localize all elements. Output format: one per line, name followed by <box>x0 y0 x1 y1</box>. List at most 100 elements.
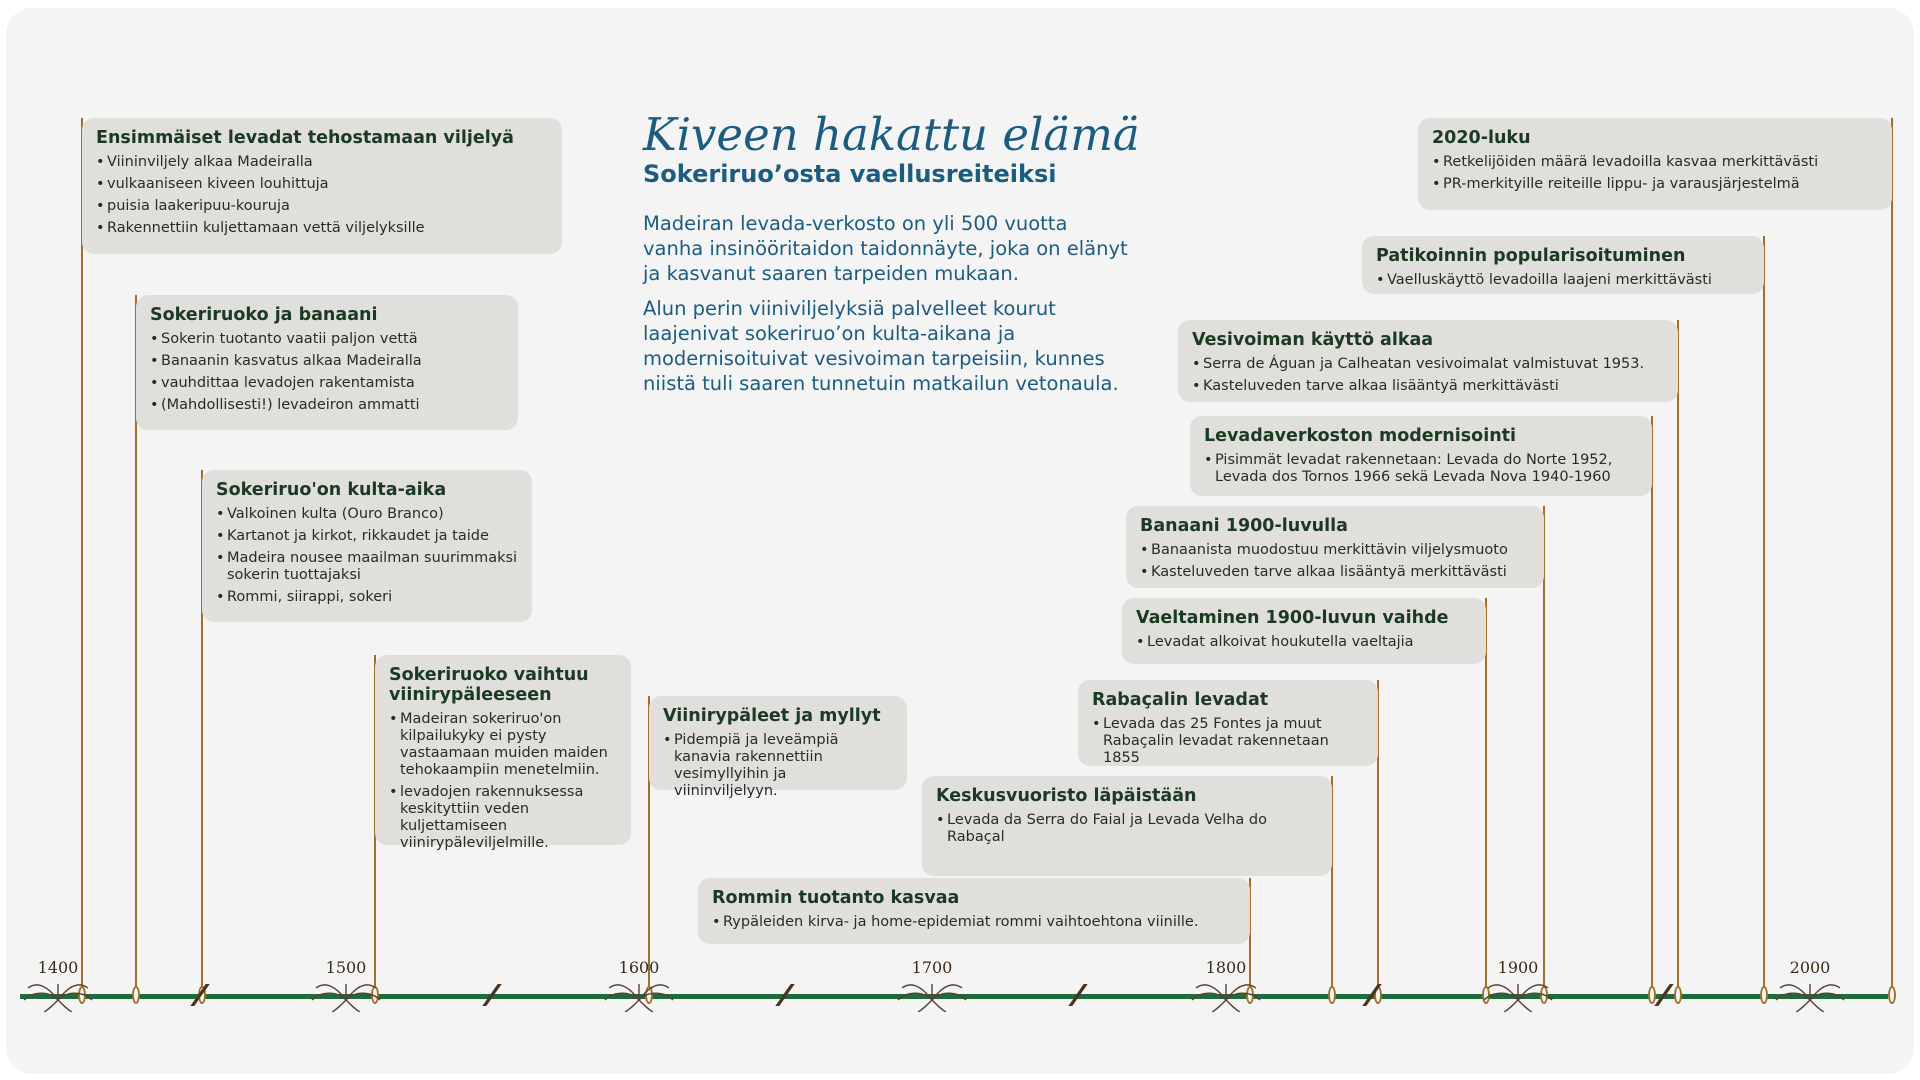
event-marker <box>1482 986 1490 1004</box>
event-line <box>1485 598 1487 996</box>
event-bullet: Madeiran sokeriruo'on kilpailukyky ei py… <box>389 711 617 779</box>
timeline-canvas: Kiveen hakattu elämä Sokeriruo’osta vael… <box>6 8 1914 1074</box>
event-marker <box>1888 986 1896 1004</box>
event-bullet: Rypäleiden kirva- ja home-epidemiat romm… <box>712 914 1236 931</box>
event-bullets: Retkelijöiden määrä levadoilla kasvaa me… <box>1432 154 1878 193</box>
ornament-icon <box>311 984 381 1012</box>
event-bullets: Serra de Águan ja Calheatan vesivoimalat… <box>1192 356 1664 395</box>
event-bullet: Rakennettiin kuljettamaan vettä viljelyk… <box>96 220 548 237</box>
page-subtitle: Sokeriruo’osta vaellusreiteiksi <box>643 160 1057 188</box>
ornament-icon <box>1775 984 1845 1012</box>
event-bullet: (Mahdollisesti!) levadeiron ammatti <box>150 397 504 414</box>
timeline-axis <box>20 994 1888 999</box>
event-bullet: Serra de Águan ja Calheatan vesivoimalat… <box>1192 356 1664 373</box>
event-bullet: Kasteluveden tarve alkaa lisääntyä merki… <box>1140 564 1530 581</box>
event-marker <box>1328 986 1336 1004</box>
ornament-icon <box>1483 984 1553 1012</box>
event-card: Banaani 1900-luvullaBanaanista muodostuu… <box>1126 506 1544 588</box>
event-marker <box>1674 986 1682 1004</box>
event-bullet: Kasteluveden tarve alkaa lisääntyä merki… <box>1192 378 1664 395</box>
year-label: 1600 <box>618 958 660 977</box>
event-bullet: Pidempiä ja leveämpiä kanavia rakennetti… <box>663 732 893 800</box>
event-title: Vaeltaminen 1900-luvun vaihde <box>1136 608 1449 628</box>
event-bullet: Levada da Serra do Faial ja Levada Velha… <box>936 812 1318 846</box>
event-bullets: Valkoinen kulta (Ouro Branco)Kartanot ja… <box>216 506 518 606</box>
event-title: Levadaverkoston modernisointi <box>1204 426 1517 446</box>
event-bullet: Levada das 25 Fontes ja muut Rabaçalin l… <box>1092 716 1364 767</box>
event-title: Patikoinnin popularisoituminen <box>1376 246 1686 266</box>
event-bullets: Levadat alkoivat houkutella vaeltajia <box>1136 634 1472 651</box>
ornament-icon <box>1191 984 1261 1012</box>
event-card: Rommin tuotanto kasvaaRypäleiden kirva- … <box>698 878 1250 944</box>
event-card: Viinirypäleet ja myllytPidempiä ja leveä… <box>649 696 907 799</box>
event-bullet: PR-merkityille reiteille lippu- ja varau… <box>1432 176 1878 193</box>
event-line <box>1677 320 1679 996</box>
event-title: Sokeriruo'on kulta-aika <box>216 480 447 500</box>
event-bullet: Banaanista muodostuu merkittävin viljely… <box>1140 542 1530 559</box>
ornament-icon <box>897 984 967 1012</box>
event-bullets: Viininviljely alkaa Madeiralla vulkaanise… <box>96 154 548 237</box>
event-line <box>135 295 137 996</box>
event-bullet: Sokerin tuotanto vaatii paljon vettä <box>150 331 504 348</box>
event-card: Sokeriruoko ja banaaniSokerin tuotanto v… <box>136 295 518 430</box>
year-label: 1800 <box>1205 958 1247 977</box>
event-bullet: levadojen rakennuksessa keskityttiin ved… <box>389 784 617 852</box>
event-line <box>1543 506 1545 996</box>
page-title: Kiveen hakattu elämä <box>643 108 1140 161</box>
event-title: Viinirypäleet ja myllyt <box>663 706 881 726</box>
intro-paragraph: Madeiran levada-verkosto on yli 500 vuot… <box>643 212 1128 285</box>
event-bullet: Viininviljely alkaa Madeiralla <box>96 154 548 171</box>
event-bullets: Banaanista muodostuu merkittävin viljely… <box>1140 542 1530 581</box>
event-bullet: Madeira nousee maailman suurimmaksi soke… <box>216 550 518 584</box>
event-title: Sokeriruoko vaihtuu viinirypäleeseen <box>389 665 589 705</box>
event-title: Ensimmäiset levadat tehostamaan viljelyä <box>96 128 514 148</box>
event-marker <box>132 986 140 1004</box>
event-bullet: puisia laakeripuu-kouruja <box>96 198 548 215</box>
event-bullet: Vaelluskäyttö levadoilla laajeni merkitt… <box>1376 272 1750 289</box>
event-bullets: Levada das 25 Fontes ja muut Rabaçalin l… <box>1092 716 1364 767</box>
event-marker <box>1760 986 1768 1004</box>
event-line <box>1651 416 1653 996</box>
event-title: Sokeriruoko ja banaani <box>150 305 378 325</box>
event-bullet: Banaanin kasvatus alkaa Madeiralla <box>150 353 504 370</box>
intro-paragraph: Alun perin viiniviljelyksiä palvelleet k… <box>643 297 1119 395</box>
ornament-icon <box>23 984 93 1012</box>
event-card: Ensimmäiset levadat tehostamaan viljelyä… <box>82 118 562 254</box>
event-card: Levadaverkoston modernisointiPisimmät le… <box>1190 416 1652 496</box>
event-card: Sokeriruo'on kulta-aikaValkoinen kulta (… <box>202 470 532 622</box>
event-bullet: Rommi, siirappi, sokeri <box>216 589 518 606</box>
event-title: 2020-luku <box>1432 128 1531 148</box>
event-card: Keskusvuoristo läpäistäänLevada da Serra… <box>922 776 1332 876</box>
event-title: Keskusvuoristo läpäistään <box>936 786 1197 806</box>
event-bullet: vauhdittaa levadojen rakentamista <box>150 375 504 392</box>
year-label: 1400 <box>37 958 79 977</box>
event-card: 2020-lukuRetkelijöiden määrä levadoilla … <box>1418 118 1892 210</box>
event-card: Vaeltaminen 1900-luvun vaihdeLevadat alk… <box>1122 598 1486 664</box>
year-label: 1500 <box>325 958 367 977</box>
event-marker <box>1648 986 1656 1004</box>
event-bullet: Levadat alkoivat houkutella vaeltajia <box>1136 634 1472 651</box>
event-bullet: Retkelijöiden määrä levadoilla kasvaa me… <box>1432 154 1878 171</box>
event-bullet: vulkaaniseen kiveen louhittuja <box>96 176 548 193</box>
event-bullets: Pidempiä ja leveämpiä kanavia rakennetti… <box>663 732 893 800</box>
event-bullets: Madeiran sokeriruo'on kilpailukyky ei py… <box>389 711 617 852</box>
event-title: Banaani 1900-luvulla <box>1140 516 1348 536</box>
event-card: Patikoinnin popularisoituminenVaelluskäy… <box>1362 236 1764 294</box>
event-bullets: Sokerin tuotanto vaatii paljon vettäBana… <box>150 331 504 414</box>
year-label: 1700 <box>911 958 953 977</box>
event-title: Rabaçalin levadat <box>1092 690 1269 710</box>
year-label: 2000 <box>1789 958 1831 977</box>
event-line <box>1763 236 1765 996</box>
event-card: Rabaçalin levadatLevada das 25 Fontes ja… <box>1078 680 1378 766</box>
event-line <box>1377 680 1379 996</box>
ornament-icon <box>604 984 674 1012</box>
event-bullets: Pisimmät levadat rakennetaan: Levada do … <box>1204 452 1638 486</box>
event-title: Vesivoiman käyttö alkaa <box>1192 330 1434 350</box>
event-line <box>81 118 83 996</box>
event-line <box>1891 118 1893 996</box>
event-line <box>201 470 203 996</box>
event-line <box>1331 776 1333 996</box>
event-card: Vesivoiman käyttö alkaaSerra de Águan ja… <box>1178 320 1678 402</box>
event-bullet: Pisimmät levadat rakennetaan: Levada do … <box>1204 452 1638 486</box>
event-bullets: Levada da Serra do Faial ja Levada Velha… <box>936 812 1318 846</box>
